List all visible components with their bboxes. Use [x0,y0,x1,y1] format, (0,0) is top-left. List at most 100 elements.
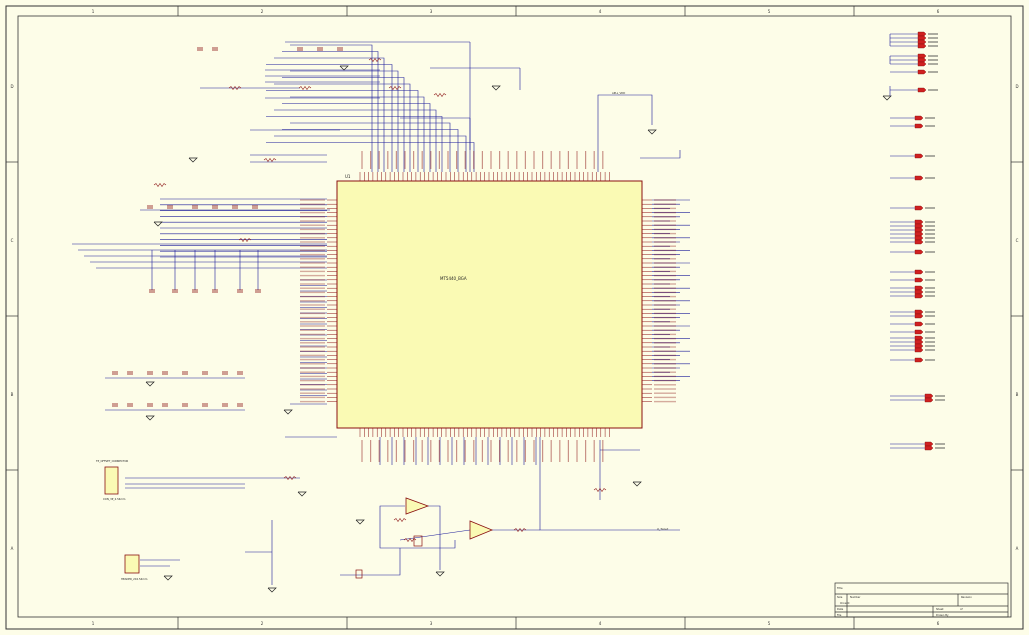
offpage-label [925,155,935,157]
ground-symbol [145,381,155,387]
pin-label-right [654,199,676,201]
offpage-connector [914,231,924,237]
apll-net-label: APLL_VDD [612,91,625,95]
offpage-connector [917,69,927,75]
osc-feedback [340,548,401,576]
pin-label-right [654,211,676,214]
bus-wire-top [274,57,385,172]
offpage-label [935,443,945,445]
vdd-net [640,150,681,159]
pin-label-bottom [602,440,604,462]
offpage-connector [924,441,934,447]
offpage-connector [914,277,924,283]
offpage-connector [924,393,934,399]
pin-label-left [300,274,325,277]
offpage-label [928,89,938,91]
pin-label-right [654,363,676,365]
pin-label-right [654,274,676,277]
ground-symbol [163,575,173,581]
col-label-top-2: 2 [261,9,264,14]
pin-label-right [654,287,676,289]
apll-net [597,94,653,172]
pin-label-left [300,220,325,222]
pin-label-left [300,346,325,348]
pin-label-left [300,375,325,378]
pin-label-top [395,151,397,169]
pin-label-right [654,228,676,231]
offpage-label [925,237,935,239]
pin-label-right [654,392,676,394]
col-label-bot-6: 6 [937,621,940,626]
pin-label-top [507,151,509,169]
offpage-label [925,279,935,281]
crystal [413,535,423,547]
bus-wire-top [282,51,379,172]
resistor [593,487,607,493]
pin-label-left [300,354,325,357]
pin-label-right [654,388,676,390]
pin-label-left [300,258,325,260]
col-label-top-1: 1 [92,9,95,14]
date-label: Date [837,607,844,611]
resistor [238,237,252,243]
pin-label-right [654,337,676,340]
pin-label-top [370,151,372,169]
offpage-connector [914,239,924,245]
bus-wire-top [290,122,451,172]
offpage-label [928,37,938,39]
of-label: of [960,607,963,611]
pin-label-left [300,358,325,361]
pin-label-right [654,308,676,310]
size-label: Size [837,595,843,599]
pin-label-left [300,384,325,386]
offpage-connector [917,57,927,63]
offpage-connector [914,285,924,291]
pin-label-right [654,216,676,218]
pin-label-right [654,350,676,352]
osc-loop [379,505,456,549]
pin-label-bottom [404,440,406,462]
offpage-connector [917,53,927,59]
pin-label-top [516,151,518,169]
pin-label-left [300,207,325,210]
pin-label-right [654,312,676,315]
pin-label-left [300,304,325,306]
offpage-connector [914,219,924,225]
revision-label: Revision [961,595,972,599]
pin-label-bottom [585,440,587,462]
ground-symbol [491,85,501,91]
offpage-label [925,207,935,209]
pin-label-left [300,316,325,319]
pin-label-right [654,237,676,239]
col-label-bot-4: 4 [599,621,602,626]
offpage-connector [914,123,924,129]
pin-label-top [456,151,458,169]
pin-label-left [300,325,325,327]
pin-label-bottom [567,440,569,462]
pin-label-right [654,346,676,348]
pin-label-top [490,151,492,169]
pin-label-bottom [559,440,561,462]
offpage-label [935,395,945,397]
title-block [834,582,1009,618]
resistor [513,527,527,533]
pin-label-top [550,151,552,169]
drawn-label: Drawn By [936,613,949,617]
offpage-label [928,55,938,57]
pin-label-top [438,151,440,169]
ground-symbol [283,409,293,415]
sheet-label: Sheet [936,607,944,611]
pin-label-left [300,216,325,218]
offpage-label [925,349,935,351]
row-label-right-d: D [1015,84,1018,89]
pin-label-top [447,151,449,169]
pin-label-left [300,262,325,264]
row-label-right-c: C [1016,238,1019,243]
row-label-left-c: C [11,238,14,243]
pin-label-bottom [413,440,415,462]
pin-label-left [300,241,325,243]
tp-connector [104,466,119,495]
bus-wire-top [290,96,425,172]
bus-wire-top [282,103,431,172]
